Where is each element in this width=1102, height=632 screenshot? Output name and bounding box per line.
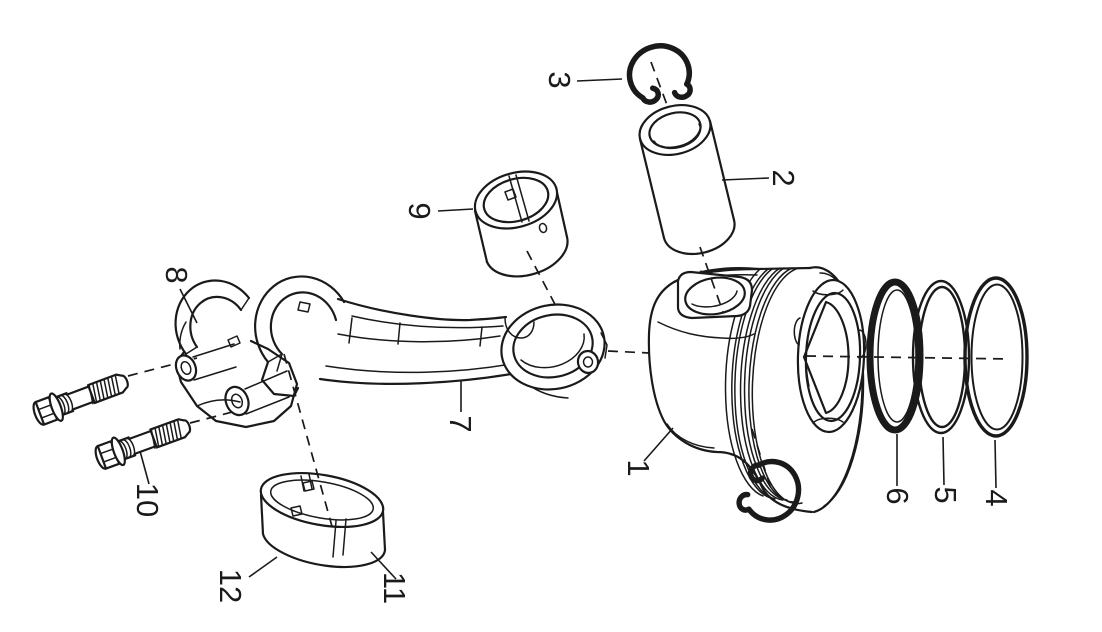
bushing-oil-hole (538, 222, 548, 234)
oil-hole (582, 356, 594, 368)
centerline-piston-axis-left (607, 350, 650, 354)
callout-1: 1 (621, 459, 656, 476)
small-end-step (600, 332, 608, 359)
bushing-bottom (485, 235, 569, 278)
pin-bore (648, 111, 702, 149)
bushing-split-seam (504, 174, 530, 223)
shell-outer-rim (259, 472, 385, 528)
callout-3: 3 (542, 71, 577, 88)
bearing-shells (259, 472, 387, 569)
callout-6: 6 (880, 487, 915, 504)
cap-bolt-hole-upper (174, 354, 198, 382)
bowl-cone (802, 300, 850, 415)
callout-11: 11 (377, 572, 412, 604)
shell-split-gap-front (332, 518, 347, 558)
shell-tang-notches (290, 480, 315, 517)
callout-9: 9 (402, 202, 437, 219)
pin-bottom (662, 218, 736, 256)
callouts: 1 2 3 4 5 6 7 8 9 10 11 12 (130, 71, 1014, 604)
centerline-pin-axis-mid (699, 246, 724, 313)
connecting-rod (254, 275, 608, 399)
callout-8: 8 (159, 266, 194, 283)
callout-5: 5 (928, 486, 963, 503)
callout-12: 12 (213, 569, 248, 603)
leader-5 (942, 436, 945, 486)
pin-top-face (638, 104, 712, 156)
small-end-bushing (473, 170, 569, 278)
leader-1 (643, 427, 674, 462)
leader-lines (139, 78, 997, 580)
small-end-bore-depth (520, 333, 585, 369)
bowl-lip (805, 329, 810, 387)
pin-bore-depth (653, 123, 702, 150)
centerline-piston-axis-right (805, 355, 1011, 360)
piston-pin-bore (684, 276, 746, 316)
callout-7: 7 (443, 415, 478, 432)
shell-inner-rim (269, 479, 375, 521)
piston-skirt-inner-edge (666, 423, 715, 449)
leader-11 (370, 551, 397, 580)
callout-2: 2 (766, 169, 801, 186)
leader-3 (576, 78, 623, 82)
rod-small-end (500, 303, 608, 399)
oil-hole-boss (576, 349, 600, 375)
leader-2 (721, 177, 770, 181)
centerline-pin-axis-lower (751, 428, 772, 490)
piston-skirt-seam (657, 321, 755, 340)
rod-beam (318, 297, 530, 385)
cap-bolt-boss-block (174, 339, 299, 429)
centerline-big-end-axis (283, 353, 334, 531)
leader-8 (179, 288, 198, 324)
leader-9 (437, 208, 474, 212)
piston-pin (638, 104, 736, 256)
piston-ring-4 (963, 276, 1029, 438)
callout-10: 10 (130, 483, 165, 517)
connecting-rod-cap (174, 279, 299, 429)
centerline-bolt-lower (189, 407, 249, 424)
leader-12 (248, 556, 278, 578)
piston-pin-bore-depth (691, 290, 738, 308)
centerline-bushing-axis (526, 250, 560, 313)
valve-reliefs (793, 289, 867, 424)
leader-10 (139, 450, 150, 485)
leader-4 (994, 439, 997, 489)
callout-4: 4 (979, 489, 1014, 506)
small-end-cup (504, 317, 535, 339)
bearing-tang-notch (297, 301, 311, 313)
small-end-bore (512, 313, 594, 379)
